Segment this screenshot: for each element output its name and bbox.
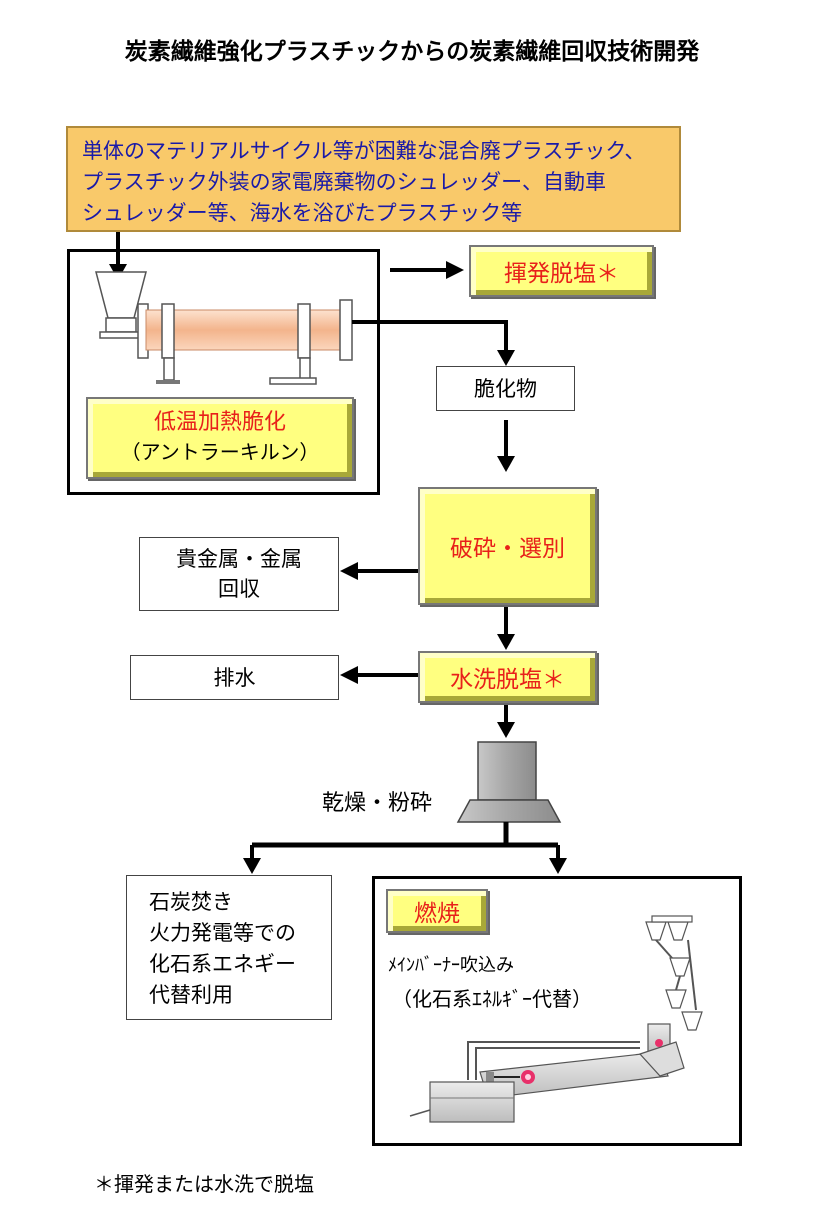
input-line-3: シュレッダー等、海水を浴びたプラスチック等 xyxy=(82,201,523,225)
coal-power-line-2: 火力発電等での xyxy=(149,921,296,945)
arrow-to-drainage xyxy=(340,666,418,684)
kiln-label-sub: （アントラーキルン） xyxy=(120,440,320,464)
water-wash-dechlorination-box: 水洗脱塩＊ xyxy=(418,651,597,703)
crush-sort-box: 破砕・選別 xyxy=(418,487,597,605)
arrow-split-to-uses xyxy=(243,822,567,874)
input-line-1: 単体のマテリアルサイクル等が困難な混合廃プラスチック、 xyxy=(82,139,646,163)
dry-grind-label: 乾燥・粉砕 xyxy=(322,791,433,816)
kiln-process-label: 低温加熱脆化 （アントラーキルン） xyxy=(86,397,354,479)
arrow-wash-to-dryer xyxy=(497,704,515,738)
coal-power-line-4: 代替利用 xyxy=(149,983,233,1007)
drainage-label: 排水 xyxy=(213,665,256,690)
water-wash-dechlorination-label: 水洗脱塩＊ xyxy=(450,667,565,693)
coal-power-box: 石炭焚き 火力発電等での 化石系エネギー 代替利用 xyxy=(126,875,332,1020)
metal-recovery-box: 貴金属・金属 回収 xyxy=(139,537,339,611)
metal-recovery-line-1: 貴金属・金属 xyxy=(176,547,302,571)
burner-line-1: ﾒｲﾝﾊﾞｰﾅｰ吹込み xyxy=(388,955,514,976)
coal-power-line-3: 化石系エネギー xyxy=(149,952,296,976)
embrittled-material-label: 脆化物 xyxy=(474,376,537,401)
input-waste-box: 単体のマテリアルサイクル等が困難な混合廃プラスチック、 プラスチック外装の家電廃… xyxy=(66,126,681,232)
combustion-label-box: 燃焼 xyxy=(386,889,488,933)
arrow-crush-to-wash xyxy=(497,606,515,650)
volatile-dechlorination-box: 揮発脱塩＊ xyxy=(469,245,654,297)
embrittled-material-box: 脆化物 xyxy=(436,366,575,411)
arrow-to-volatile-dechlorination xyxy=(390,261,464,279)
diagram-title: 炭素繊維強化プラスチックからの炭素繊維回収技術開発 xyxy=(124,39,700,65)
combustion-label: 燃焼 xyxy=(414,901,460,927)
kiln-label-main: 低温加熱脆化 xyxy=(153,410,286,435)
arrow-to-metal-recovery xyxy=(340,562,418,580)
rotary-kiln-illustration xyxy=(95,271,353,385)
arrow-embrittled-to-crush xyxy=(497,420,515,472)
crush-sort-label: 破砕・選別 xyxy=(450,536,565,562)
input-line-2: プラスチック外装の家電廃棄物のシュレッダー、自動車 xyxy=(82,170,606,194)
metal-recovery-line-2: 回収 xyxy=(218,577,260,601)
dryer-grinder-illustration xyxy=(456,741,562,823)
coal-power-line-1: 石炭焚き xyxy=(149,890,233,914)
drainage-box: 排水 xyxy=(130,655,339,700)
burner-line-2: （化石系ｴﾈﾙｷﾞｰ代替） xyxy=(392,987,592,1011)
arrow-kiln-to-embrittled xyxy=(352,320,515,366)
volatile-dechlorination-label: 揮発脱塩＊ xyxy=(504,261,619,287)
cement-kiln-illustration xyxy=(409,915,703,1123)
footnote: ＊揮発または水洗で脱塩 xyxy=(94,1172,314,1196)
